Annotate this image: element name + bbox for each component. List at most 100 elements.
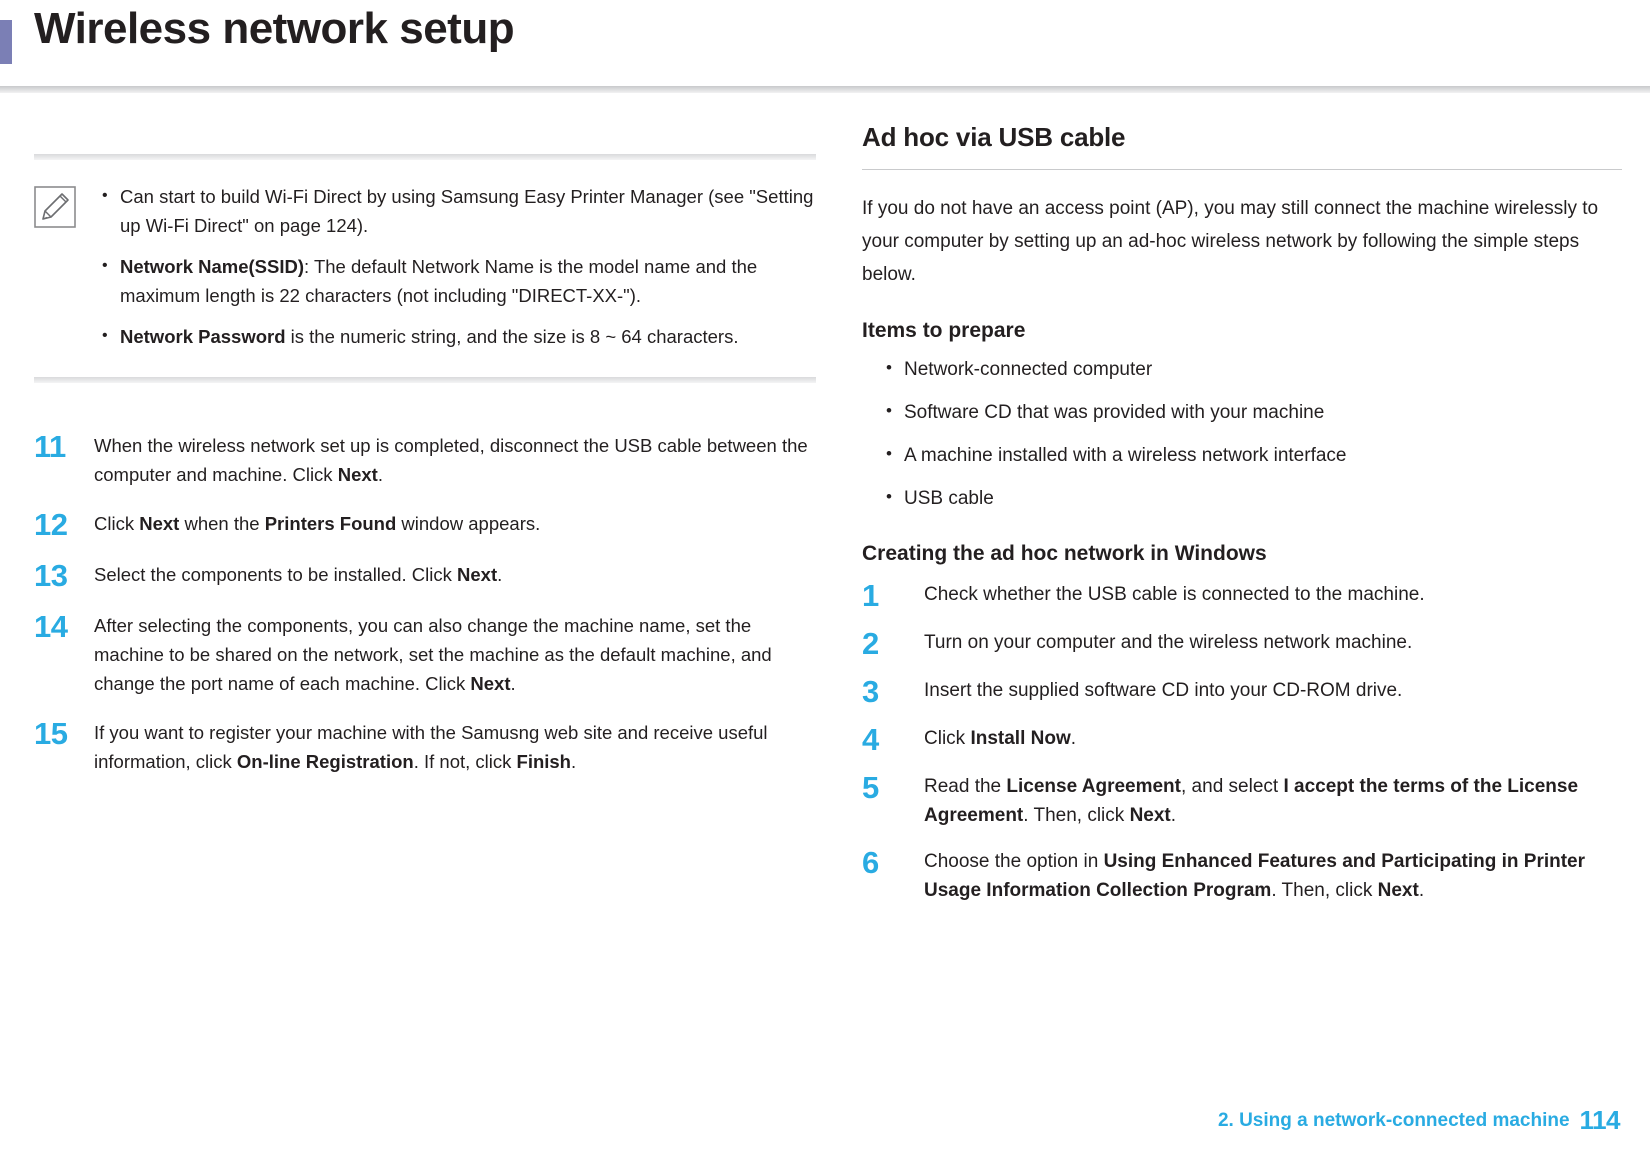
- step-text: After selecting the components, you can …: [94, 611, 816, 698]
- step-item: 14 After selecting the components, you ca…: [34, 611, 816, 698]
- page-header: Wireless network setup: [0, 0, 1650, 93]
- step-text: Select the components to be installed. C…: [94, 560, 816, 591]
- subheading-creating-ad-hoc: Creating the ad hoc network in Windows: [862, 542, 1267, 565]
- body-text: .: [377, 464, 383, 485]
- right-steps-list: 1 Check whether the USB cable is connecte…: [862, 580, 1622, 905]
- step-item: 6 Choose the option in Using Enhanced Fea…: [862, 847, 1622, 905]
- emphasized-text: License Agreement: [1006, 776, 1181, 797]
- step-text: Read the License Agreement, and select I…: [924, 772, 1622, 830]
- note-top-divider: [34, 154, 816, 160]
- step-number: 12: [34, 507, 68, 542]
- step-number: 1: [862, 578, 879, 613]
- body-text: Choose the option in: [924, 851, 1104, 872]
- emphasized-text: Finish: [516, 751, 571, 772]
- left-column: Can start to build Wi-Fi Direct by using…: [34, 128, 816, 796]
- body-text: Check whether the USB cable is connected…: [924, 584, 1425, 605]
- items-to-prepare-list: Network-connected computerSoftware CD th…: [862, 355, 1622, 512]
- emphasized-text: Next: [470, 673, 511, 694]
- emphasized-text: I accept the terms of the License Agreem…: [924, 776, 1579, 826]
- note-list-item: Network Name(SSID): The default Network …: [98, 251, 816, 310]
- step-number: 11: [34, 429, 66, 464]
- step-item: 11 When the wireless network set up is co…: [34, 431, 816, 489]
- step-number: 15: [34, 716, 68, 751]
- body-text: . If not, click: [413, 751, 517, 772]
- emphasized-text: Printers Found: [264, 513, 397, 534]
- step-text: Check whether the USB cable is connected…: [924, 580, 1622, 611]
- body-text: Click: [94, 513, 140, 534]
- body-text: is the numeric string, and the size is 8…: [285, 326, 739, 347]
- prepare-list-item: Network-connected computer: [862, 355, 1622, 383]
- footer-page-number: 114: [1579, 1105, 1621, 1135]
- step-number: 3: [862, 674, 879, 709]
- emphasized-text: Next: [337, 464, 378, 485]
- step-text: Insert the supplied software CD into you…: [924, 676, 1622, 707]
- note-list-item: Network Password is the numeric string, …: [98, 321, 816, 351]
- emphasized-text: On-line Registration: [236, 751, 414, 772]
- body-text: Click: [924, 728, 971, 749]
- body-text: If you want to register your machine wit…: [94, 722, 768, 772]
- step-text: Click Install Now.: [924, 724, 1622, 755]
- step-item: 4 Click Install Now.: [862, 724, 1622, 755]
- body-text: when the: [179, 513, 265, 534]
- step-text: Choose the option in Using Enhanced Feat…: [924, 847, 1622, 905]
- step-number: 5: [862, 770, 879, 805]
- body-text: Can start to build Wi-Fi Direct by using…: [120, 186, 814, 236]
- step-text: If you want to register your machine wit…: [94, 718, 816, 776]
- emphasized-text: Next: [457, 564, 498, 585]
- step-item: 3 Insert the supplied software CD into yo…: [862, 676, 1622, 707]
- body-text: After selecting the components, you can …: [94, 615, 772, 694]
- body-text: . Then, click: [1271, 880, 1378, 901]
- page-title: Wireless network setup: [34, 4, 515, 53]
- body-text: : The default Network Name is the model …: [120, 256, 758, 306]
- body-text: .: [1070, 728, 1077, 749]
- emphasized-text: Next: [1377, 880, 1419, 901]
- section-heading-divider: [862, 169, 1622, 170]
- step-item: 2 Turn on your computer and the wireless …: [862, 628, 1622, 659]
- prepare-list-item: Software CD that was provided with your …: [862, 398, 1622, 426]
- body-text: Read the: [924, 776, 1007, 797]
- emphasized-text: Network Name(SSID): [120, 256, 305, 277]
- body-text: .: [1418, 880, 1425, 901]
- step-item: 5 Read the License Agreement, and select …: [862, 772, 1622, 830]
- page-footer: 2. Using a network-connected machine 114: [1217, 1105, 1621, 1136]
- step-item: 1 Check whether the USB cable is connecte…: [862, 580, 1622, 611]
- body-text: Select the components to be installed. C…: [94, 564, 457, 585]
- note-bottom-divider: [34, 377, 816, 383]
- body-text: When the wireless network set up is comp…: [94, 435, 808, 485]
- emphasized-text: Network Password: [120, 326, 286, 347]
- step-number: 2: [862, 626, 879, 661]
- step-text: Turn on your computer and the wireless n…: [924, 628, 1622, 659]
- subheading-items-to-prepare: Items to prepare: [862, 319, 1026, 342]
- body-text: Insert the supplied software CD into you…: [924, 680, 1403, 701]
- emphasized-text: Install Now: [970, 728, 1071, 749]
- note-pencil-icon: [34, 182, 98, 351]
- step-number: 6: [862, 845, 879, 880]
- footer-chapter-label: 2. Using a network-connected machine: [1217, 1109, 1570, 1131]
- step-number: 13: [34, 558, 68, 593]
- note-list-item: Can start to build Wi-Fi Direct by using…: [98, 181, 816, 240]
- body-text: , and select: [1181, 776, 1284, 797]
- body-text: Turn on your computer and the wireless n…: [924, 632, 1413, 653]
- step-number: 14: [34, 609, 68, 644]
- note-list: Can start to build Wi-Fi Direct by using…: [98, 181, 816, 351]
- body-text: .: [510, 673, 516, 694]
- prepare-list-item: USB cable: [862, 484, 1622, 512]
- emphasized-text: Next: [139, 513, 180, 534]
- section-heading-ad-hoc: Ad hoc via USB cable: [862, 122, 1126, 152]
- step-item: 15 If you want to register your machine w…: [34, 718, 816, 776]
- step-item: 12 Click Next when the Printers Found win…: [34, 509, 816, 540]
- emphasized-text: Using Enhanced Features and Participatin…: [924, 851, 1586, 901]
- body-text: .: [1170, 805, 1177, 826]
- body-text: window appears.: [396, 513, 541, 534]
- prepare-list-item: A machine installed with a wireless netw…: [862, 441, 1622, 469]
- note-callout: Can start to build Wi-Fi Direct by using…: [34, 128, 816, 409]
- body-text: . Then, click: [1023, 805, 1130, 826]
- step-number: 4: [862, 722, 879, 757]
- body-text: .: [571, 751, 577, 772]
- step-text: Click Next when the Printers Found windo…: [94, 509, 816, 540]
- emphasized-text: Next: [1129, 805, 1171, 826]
- header-divider: [0, 86, 1650, 93]
- chapter-color-tab: [0, 20, 12, 64]
- right-column: Ad hoc via USB cable If you do not have …: [862, 122, 1622, 922]
- section-intro-paragraph: If you do not have an access point (AP),…: [862, 198, 1599, 285]
